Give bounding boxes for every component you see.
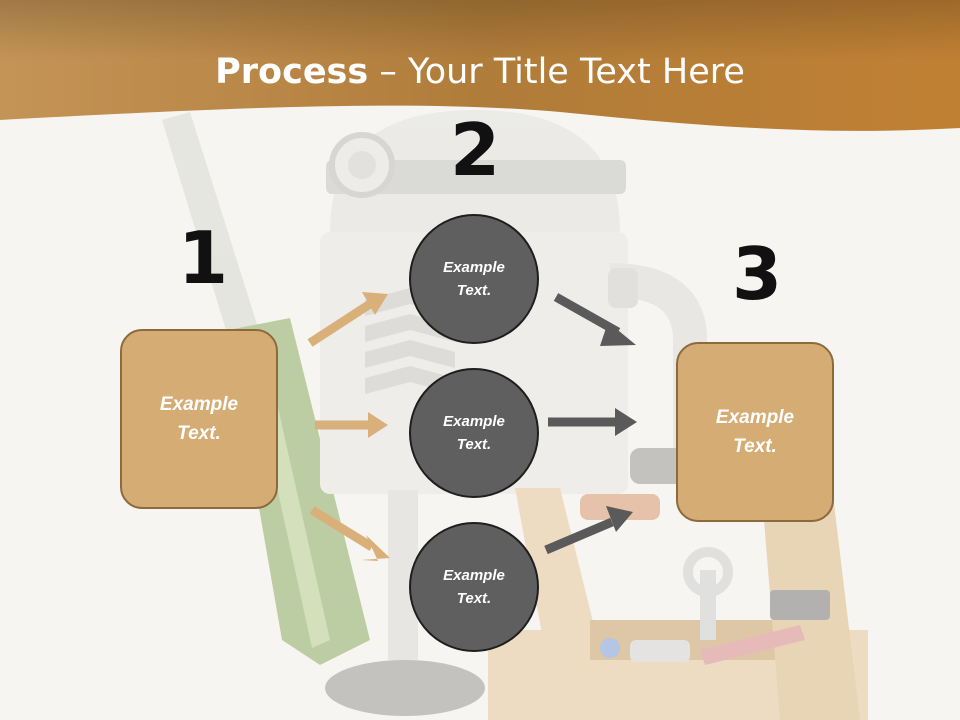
circle-middle[interactable]: Example Text.	[409, 368, 539, 498]
title-bold: Process	[215, 52, 369, 92]
arrow-left-to-top	[307, 300, 373, 347]
left-box-text: Example Text.	[159, 394, 239, 444]
step-number-3: 3	[732, 232, 783, 316]
circle-bottom[interactable]: Example Text.	[409, 522, 539, 652]
circle-bottom-text: Example Text.	[443, 567, 505, 607]
slide-title: Process – Your Title Text Here	[0, 52, 960, 92]
step-number-2: 2	[450, 108, 501, 192]
right-text-box[interactable]: Example Text.	[676, 342, 834, 522]
circle-middle-text: Example Text.	[443, 413, 505, 453]
arrow-left-to-bottom	[309, 506, 375, 551]
title-dash: –	[368, 52, 408, 92]
title-rest: Your Title Text Here	[407, 52, 745, 92]
right-box-text: Example Text.	[715, 407, 795, 457]
arrow-bottom-to-right	[544, 517, 614, 555]
circle-top[interactable]: Example Text.	[409, 214, 539, 344]
step-number-1: 1	[178, 216, 229, 300]
circle-top-text: Example Text.	[443, 259, 505, 299]
left-text-box[interactable]: Example Text.	[120, 329, 278, 509]
